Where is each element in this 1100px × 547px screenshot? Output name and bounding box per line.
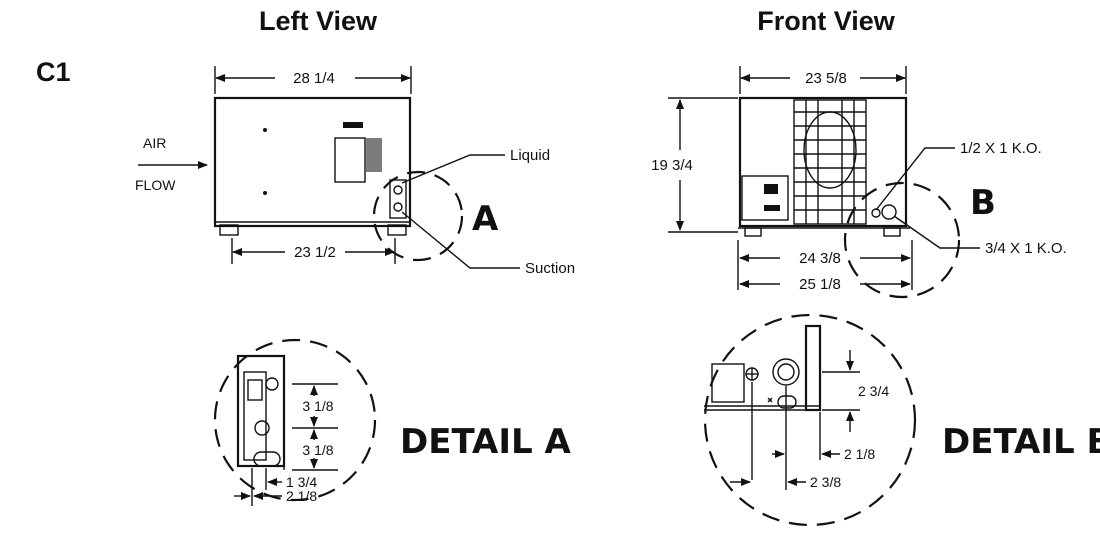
liquid-label: Liquid	[510, 147, 550, 164]
suction-label: Suction	[525, 260, 575, 277]
left-width-bottom: 23 1/2	[294, 244, 336, 261]
detail-a-callout-letter: A	[472, 199, 499, 239]
detail-b-dim2: 2 1/8	[844, 446, 875, 462]
detail-a-dim2: 3 1/8	[302, 442, 333, 458]
left-view-title: Left View	[259, 6, 378, 36]
front-view: 23 5/8 19 3/4	[651, 66, 1067, 299]
detail-a-title: DETAIL A	[400, 422, 571, 462]
detail-a-dim1: 3 1/8	[302, 398, 333, 414]
detail-b-circle	[703, 313, 917, 527]
detail-b-callout-letter: B	[970, 183, 996, 223]
detail-b: 2 3/4 2 1/8 2 3/8 DETAIL B	[703, 313, 1100, 527]
left-cabinet	[213, 96, 412, 228]
detail-a: 3 1/8 3 1/8 1 3/4 2 1/8 DETAIL A	[213, 338, 571, 506]
front-view-title: Front View	[757, 6, 896, 36]
air-label: AIR	[143, 135, 166, 151]
detail-a-dim3: 1 3/4	[286, 474, 317, 490]
front-width-mid: 24 3/8	[799, 250, 841, 267]
detail-b-dim3: 2 3/8	[810, 474, 841, 490]
detail-a-callout-circle	[372, 170, 464, 262]
left-width-top: 28 1/4	[293, 70, 335, 87]
detail-a-dim4: 2 1/8	[286, 488, 317, 504]
ko-large-label: 3/4 X 1 K.O.	[985, 240, 1067, 257]
ko-small-label: 1/2 X 1 K.O.	[960, 140, 1042, 157]
front-width-top: 23 5/8	[805, 70, 847, 87]
flow-label: FLOW	[135, 177, 176, 193]
front-cabinet	[738, 96, 908, 228]
detail-a-circle	[213, 338, 377, 502]
front-width-bottom: 25 1/8	[799, 276, 841, 293]
detail-b-title: DETAIL B	[942, 422, 1100, 462]
front-height: 19 3/4	[651, 157, 693, 174]
detail-b-dim1: 2 3/4	[858, 383, 889, 399]
section-label: C1	[36, 57, 71, 87]
detail-b-callout-circle	[843, 181, 961, 299]
left-view: 28 1/4 23 1/2 AIR FLOW A Liquid Suct	[135, 66, 575, 277]
